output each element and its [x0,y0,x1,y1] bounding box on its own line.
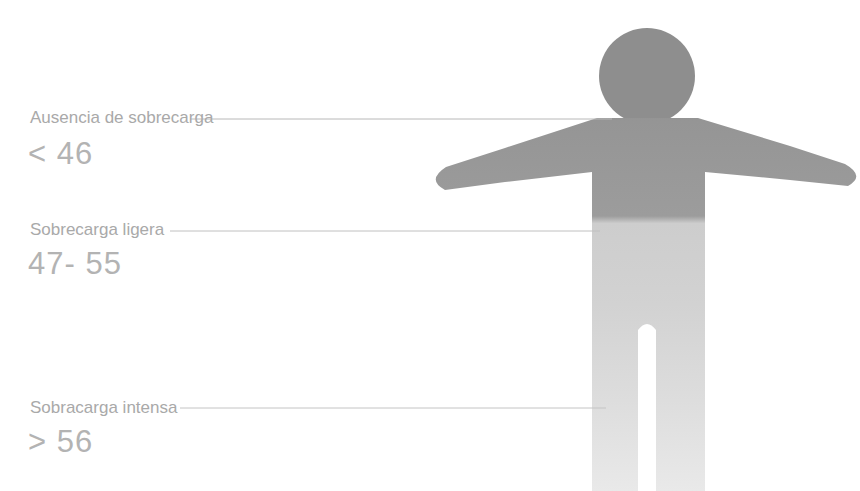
level-name: Sobracarga intensa [30,398,177,418]
figure-body [436,118,857,491]
score-range: 47- 55 [28,246,122,282]
leader-line [170,231,600,232]
figure-head [599,28,695,124]
score-range: < 46 [28,136,93,172]
level-name: Ausencia de sobrecarga [30,108,213,128]
score-range: > 56 [28,424,93,460]
leader-line [190,119,612,120]
leader-line [180,408,606,409]
level-name: Sobrecarga ligera [30,220,164,240]
